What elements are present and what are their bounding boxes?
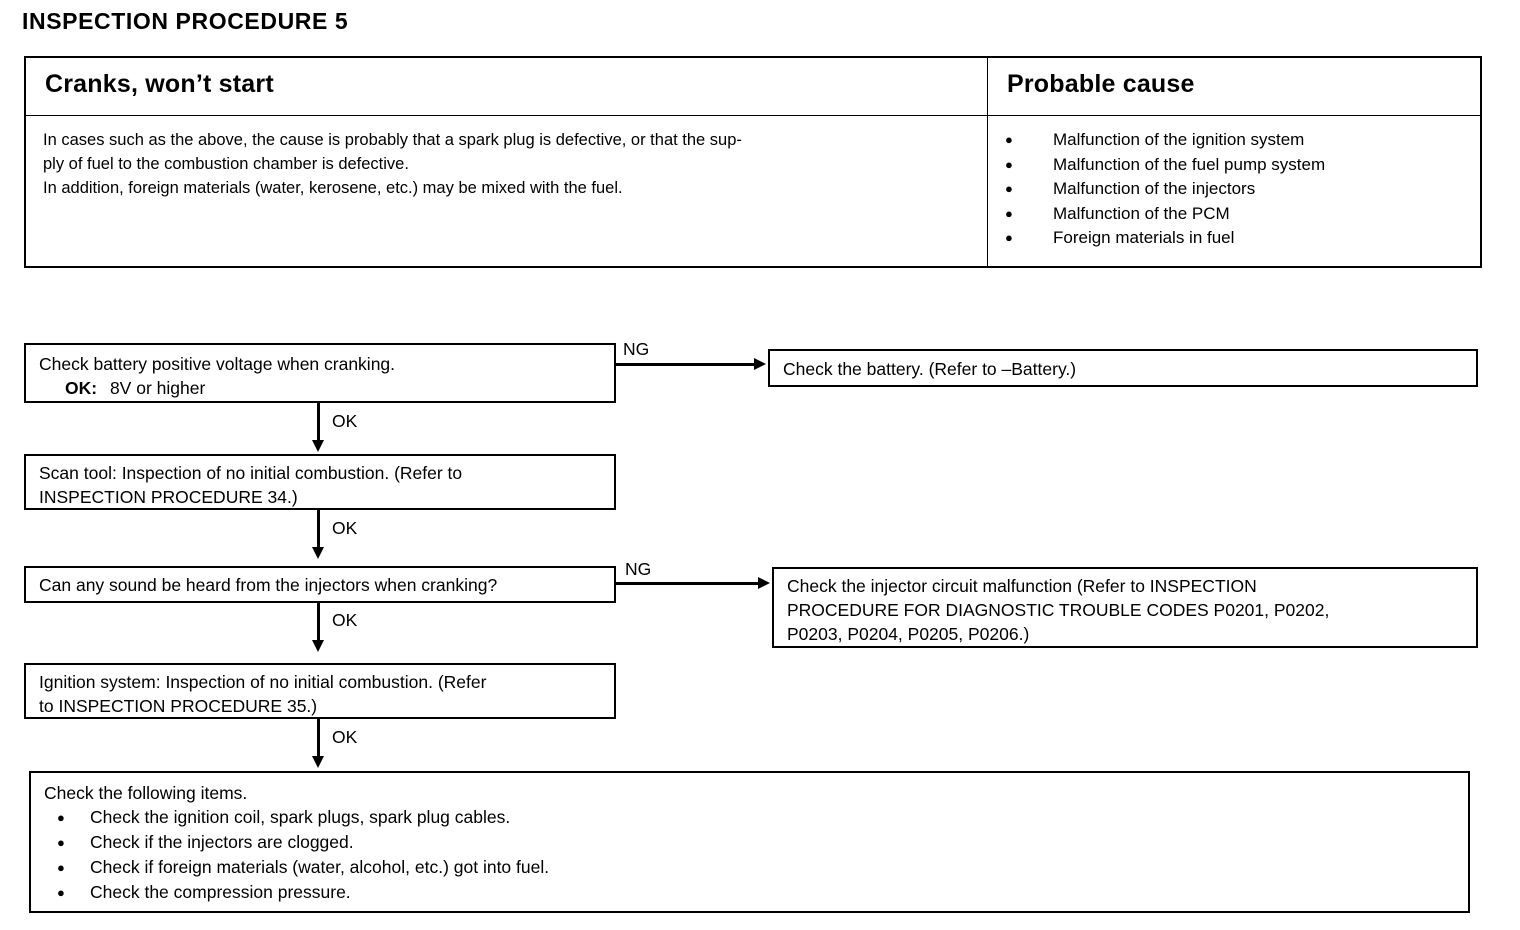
description-line-2: ply of fuel to the combustion chamber is… — [43, 155, 409, 173]
arrow-ok-3-icon — [311, 640, 324, 652]
cause-label: Foreign materials in fuel — [1053, 228, 1235, 247]
battery-box-text: Check the battery. (Refer to –Battery.) — [783, 359, 1077, 379]
bullet-icon: ● — [1005, 156, 1013, 172]
list-item: ● Foreign materials in fuel — [1005, 226, 1480, 251]
bullet-icon: ● — [1005, 132, 1013, 147]
arrow-ok-2-icon — [311, 547, 324, 559]
connector-ng-1 — [616, 363, 758, 366]
probable-cause-list: ● Malfunction of the ignition system ● M… — [988, 116, 1480, 251]
page-title: INSPECTION PROCEDURE 5 — [22, 8, 349, 34]
bullet-icon: ● — [57, 885, 65, 900]
branch-label-ng-1: NG — [622, 339, 651, 359]
description-line-3: In addition, foreign materials (water, k… — [43, 179, 623, 197]
connector-ok-4 — [317, 719, 320, 760]
cause-label: Malfunction of the injectors — [1053, 179, 1256, 198]
arrow-ok-1-icon — [311, 440, 324, 452]
check-item-label: Check the ignition coil, spark plugs, sp… — [90, 807, 511, 827]
cause-header-cell: Probable cause — [988, 58, 1480, 116]
step4-line-2: to INSPECTION PROCEDURE 35.) — [39, 696, 318, 716]
bullet-icon: ● — [57, 860, 65, 875]
arrow-ok-4-icon — [311, 756, 324, 768]
flow-step-ignition-system: Ignition system: Inspection of no initia… — [24, 663, 616, 719]
step3-line-1: Can any sound be heard from the injector… — [39, 575, 498, 595]
cause-label: Malfunction of the fuel pump system — [1053, 154, 1326, 174]
flow-step-final-checklist: Check the following items. ● Check the i… — [29, 771, 1470, 913]
flow-result-injector-circuit: Check the injector circuit malfunction (… — [772, 567, 1478, 648]
connector-ok-1 — [317, 403, 320, 444]
symptom-description: In cases such as the above, the cause is… — [26, 116, 987, 200]
step1-ok-label: OK: — [65, 378, 98, 398]
step2-line-1: Scan tool: Inspection of no initial comb… — [39, 463, 463, 483]
bullet-icon: ● — [57, 810, 65, 825]
cause-label: Malfunction of the PCM — [1053, 203, 1230, 223]
cause-label: Malfunction of the ignition system — [1053, 130, 1305, 149]
list-item: ● Check if the injectors are clogged. — [44, 830, 1468, 855]
check-item-label: Check the compression pressure. — [90, 882, 351, 902]
arrow-ng-1-icon — [754, 357, 766, 370]
list-item: ● Check the ignition coil, spark plugs, … — [44, 805, 1468, 830]
probable-cause-cell: ● Malfunction of the ignition system ● M… — [988, 116, 1480, 266]
list-item: ● Malfunction of the injectors — [1005, 177, 1480, 202]
link-label-ok-3: OK — [331, 610, 359, 630]
symptom-header-cell: Cranks, won’t start — [26, 58, 988, 116]
step1-ok-value: 8V or higher — [109, 378, 206, 398]
step1-line-1: Check battery positive voltage when cran… — [39, 354, 396, 374]
table-body-row: In cases such as the above, the cause is… — [26, 116, 1480, 266]
injector-box-line-1: Check the injector circuit malfunction (… — [787, 576, 1257, 596]
injector-box-line-3: P0203, P0204, P0205, P0206.) — [787, 624, 1030, 644]
list-item: ● Malfunction of the fuel pump system — [1005, 153, 1480, 178]
step1-ok-criteria: OK: 8V or higher — [39, 376, 614, 400]
connector-ok-2 — [317, 510, 320, 551]
cause-header-label: Probable cause — [1007, 70, 1195, 98]
table-header-row: Cranks, won’t start Probable cause — [26, 58, 1480, 116]
connector-ok-3 — [317, 603, 320, 644]
list-item: ● Check the compression pressure. — [44, 880, 1468, 905]
symptom-header-label: Cranks, won’t start — [45, 70, 274, 98]
link-label-ok-2: OK — [331, 518, 359, 538]
link-label-ok-1: OK — [331, 411, 359, 431]
flow-step-check-battery-voltage: Check battery positive voltage when cran… — [24, 343, 616, 403]
bullet-icon: ● — [1005, 181, 1013, 196]
step4-line-1: Ignition system: Inspection of no initia… — [39, 672, 487, 692]
link-label-ok-4: OK — [331, 727, 359, 747]
description-line-1: In cases such as the above, the cause is… — [43, 131, 742, 149]
bullet-icon: ● — [1005, 230, 1013, 245]
branch-label-ng-2: NG — [624, 559, 653, 579]
final-check-list: ● Check the ignition coil, spark plugs, … — [44, 805, 1468, 905]
connector-ng-2 — [616, 582, 762, 585]
flow-step-injector-sound: Can any sound be heard from the injector… — [24, 566, 616, 603]
check-item-label: Check if the injectors are clogged. — [90, 832, 354, 852]
arrow-ng-2-icon — [758, 576, 770, 589]
flow-result-check-battery: Check the battery. (Refer to –Battery.) — [768, 349, 1478, 387]
list-item: ● Malfunction of the PCM — [1005, 202, 1480, 227]
step5-heading: Check the following items. — [44, 783, 248, 803]
list-item: ● Check if foreign materials (water, alc… — [44, 855, 1468, 880]
flow-step-scan-tool: Scan tool: Inspection of no initial comb… — [24, 454, 616, 510]
check-item-label: Check if foreign materials (water, alcoh… — [90, 857, 550, 877]
injector-box-line-2: PROCEDURE FOR DIAGNOSTIC TROUBLE CODES P… — [787, 600, 1330, 620]
bullet-icon: ● — [57, 835, 65, 850]
list-item: ● Malfunction of the ignition system — [1005, 128, 1480, 153]
bullet-icon: ● — [1005, 205, 1013, 221]
step2-line-2: INSPECTION PROCEDURE 34.) — [39, 487, 298, 507]
symptom-description-cell: In cases such as the above, the cause is… — [26, 116, 988, 266]
symptom-cause-table: Cranks, won’t start Probable cause In ca… — [24, 56, 1482, 268]
